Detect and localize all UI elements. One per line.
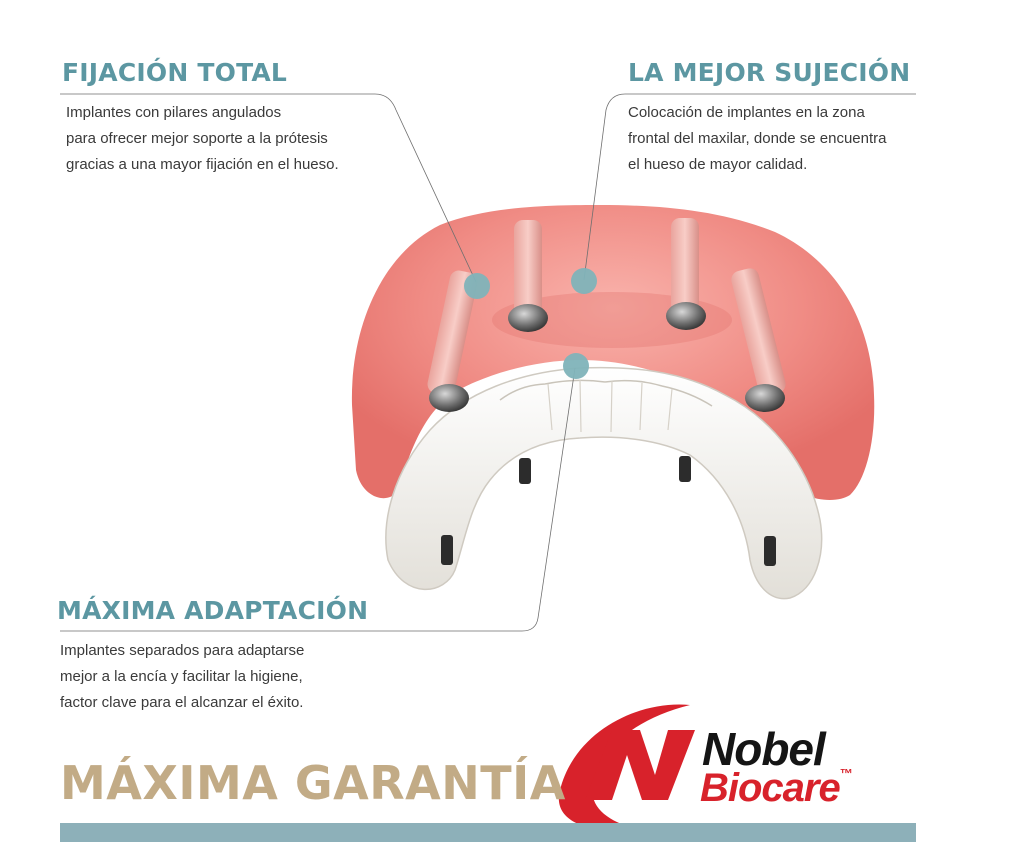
implant-rear-left — [427, 270, 478, 396]
teeth-arch — [385, 366, 823, 600]
abutment-cap — [508, 304, 548, 332]
screw — [764, 536, 776, 566]
description-line: Implantes con pilares angulados — [66, 104, 282, 121]
implant-front-right — [671, 218, 699, 318]
callout-dot-sujecion — [571, 268, 597, 294]
implant-rear-right — [731, 268, 786, 396]
feature-title-sujecion: LA MEJOR SUJECIÓN — [628, 58, 911, 87]
screw — [519, 458, 531, 484]
abutment-cap — [745, 384, 785, 412]
screw — [679, 456, 691, 482]
description-line: mejor a la encía y facilitar la higiene, — [60, 668, 303, 685]
feature-description-fijacion: Implantes con pilares angulados para ofr… — [66, 100, 339, 178]
callout-line-fijacion — [60, 93, 477, 283]
abutment-cap — [666, 302, 706, 330]
implant-front-left — [514, 220, 542, 320]
description-line: el hueso de mayor calidad. — [628, 156, 808, 173]
feature-title-adaptacion: MÁXIMA ADAPTACIÓN — [57, 596, 369, 625]
screw — [441, 535, 453, 565]
brand-name-biocare: Biocare — [700, 766, 841, 810]
description-line: factor clave para el alcanzar el éxito. — [60, 694, 304, 711]
trademark-symbol: ™ — [839, 766, 853, 781]
callout-dot-fijacion — [464, 273, 490, 299]
feature-description-adaptacion: Implantes separados para adaptarse mejor… — [60, 638, 304, 716]
description-line: para ofrecer mejor soporte a la prótesis — [66, 130, 328, 147]
feature-description-sujecion: Colocación de implantes en la zona front… — [628, 100, 887, 178]
brand-name-line1: Nobel — [702, 723, 826, 775]
description-line: Colocación de implantes en la zona — [628, 104, 865, 121]
callout-line-sujecion — [583, 93, 916, 281]
bottom-accent-bar — [60, 823, 916, 842]
description-line: Implantes separados para adaptarse — [60, 642, 305, 659]
description-line: frontal del maxilar, donde se encuentra — [628, 130, 887, 147]
description-line: gracias a una mayor fijación en el hueso… — [66, 156, 339, 173]
guarantee-slogan: MÁXIMA GARANTÍA — [60, 756, 566, 810]
nobel-biocare-logo-mark — [558, 704, 695, 831]
callout-line-adaptacion — [60, 367, 576, 632]
callout-dot-adaptacion — [563, 353, 589, 379]
abutment-cap — [429, 384, 469, 412]
brand-name-line2: Biocare™ — [700, 766, 853, 811]
feature-title-fijacion: FIJACIÓN TOTAL — [62, 58, 288, 87]
